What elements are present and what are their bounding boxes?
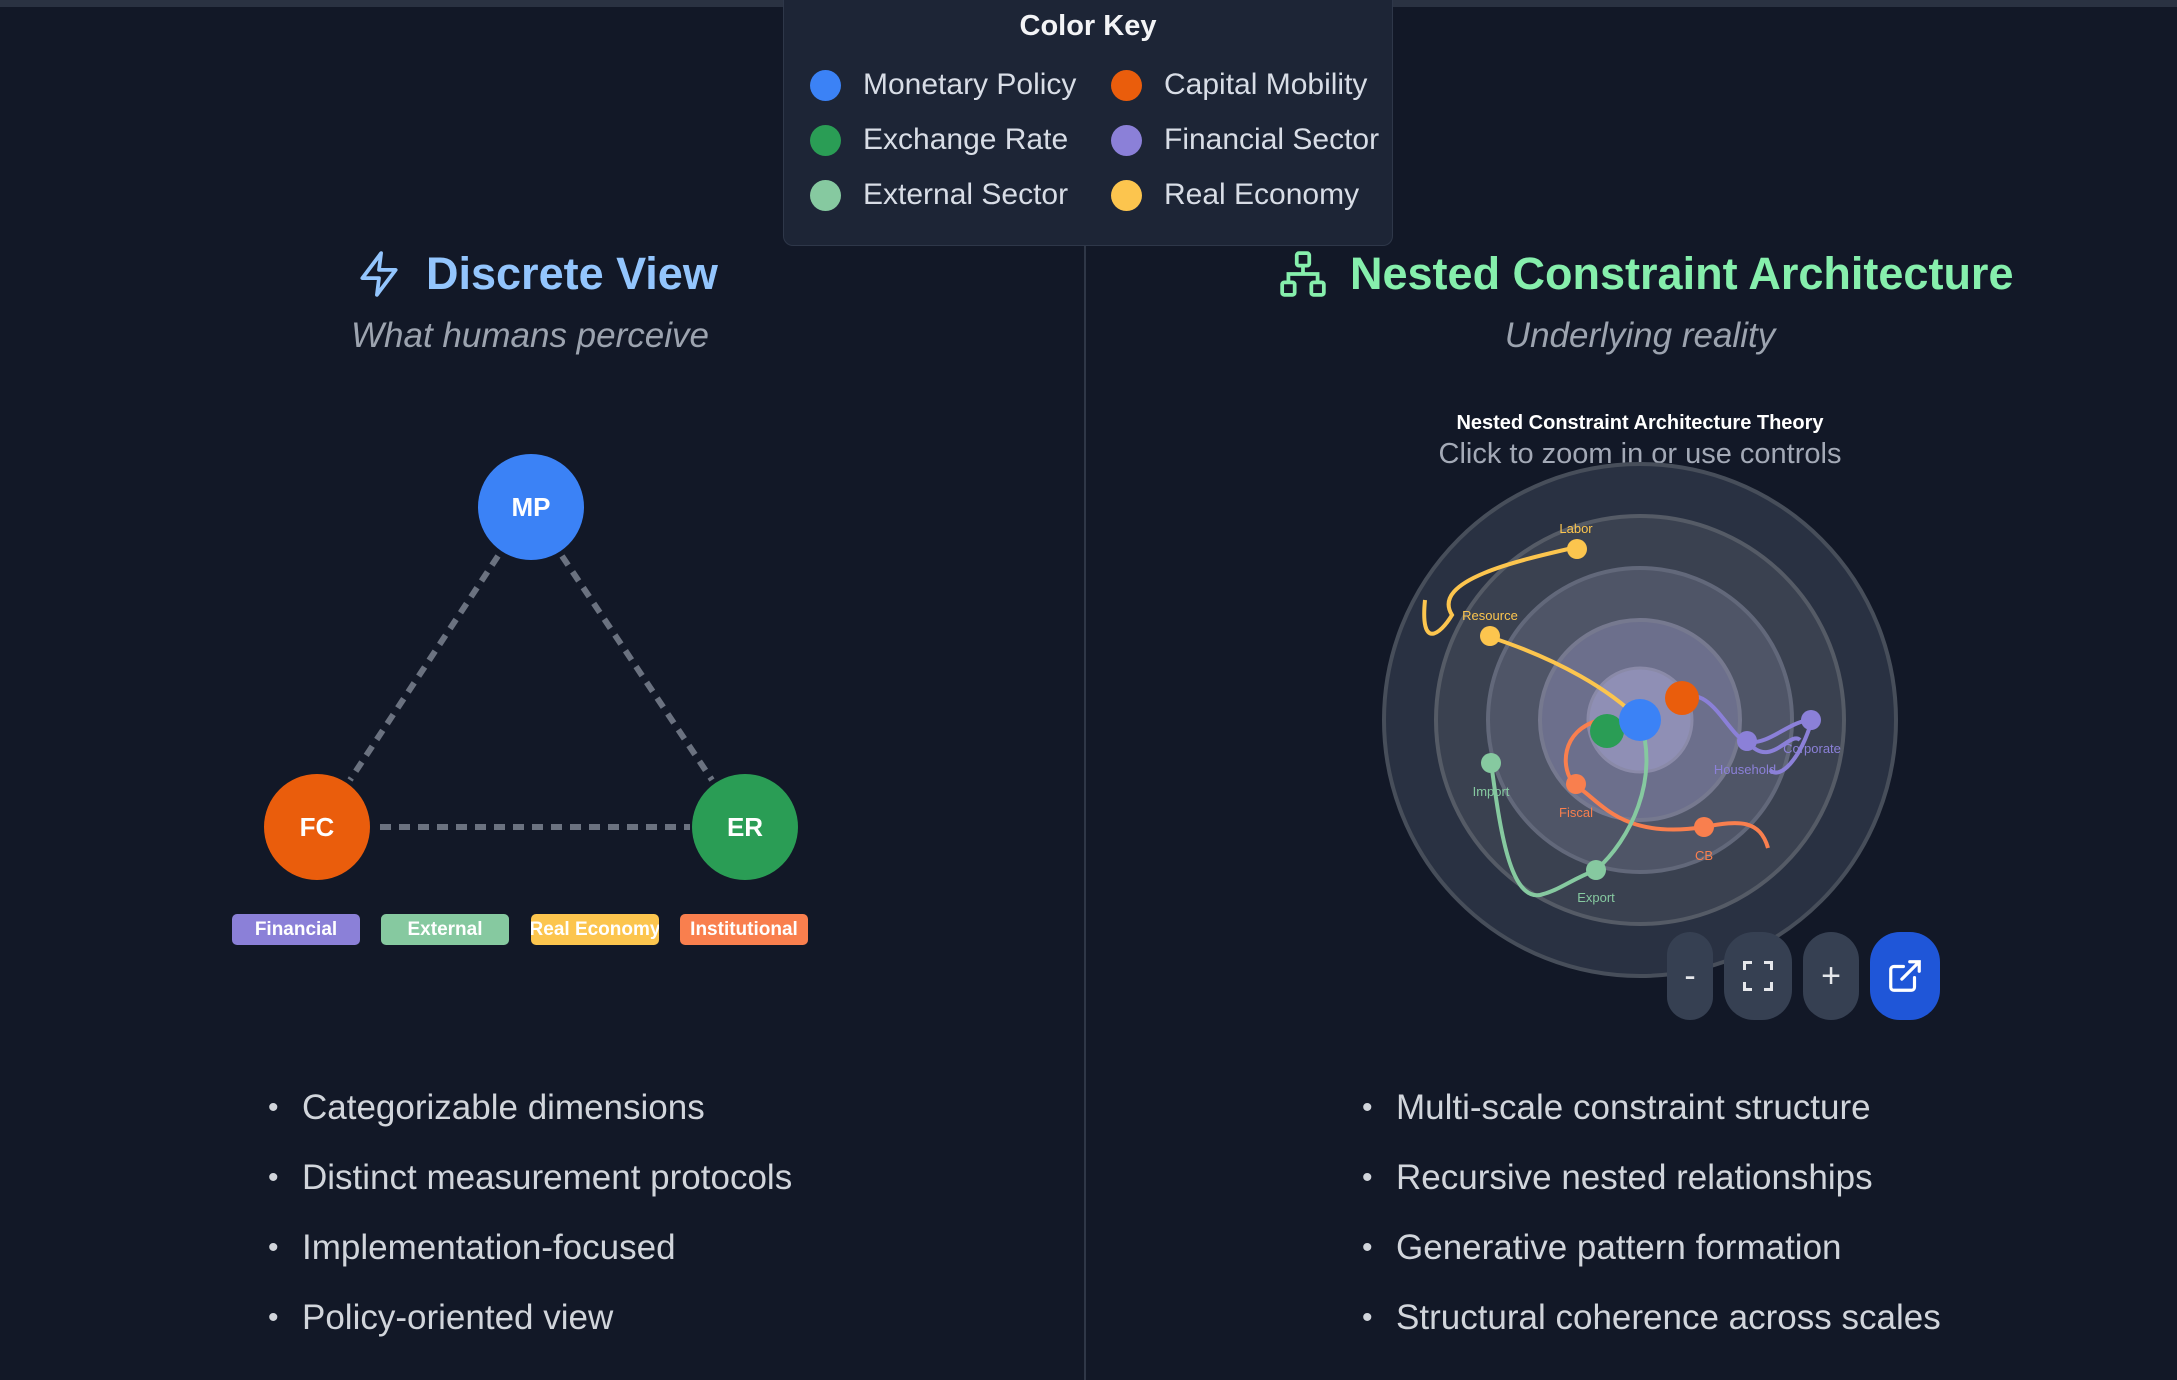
label-corporate: Corporate: [1783, 741, 1841, 756]
legend-dot: [810, 69, 841, 101]
label-export: Export: [1577, 890, 1615, 905]
list-item: Multi-scale constraint structure: [1362, 1073, 1941, 1143]
mp-fc-link: [347, 554, 501, 782]
zoom-out-button[interactable]: -: [1667, 932, 1713, 1020]
node-er[interactable]: ER: [692, 774, 798, 880]
link-institutional: [1563, 718, 1770, 849]
legend-dot: [1111, 179, 1142, 211]
node-household[interactable]: [1737, 731, 1757, 751]
discrete-view-heading: Discrete View: [354, 248, 718, 300]
tag-external: External: [381, 914, 509, 945]
node-cb[interactable]: [1694, 817, 1714, 837]
list-item: Distinct measurement protocols: [268, 1143, 792, 1213]
legend-dot: [1111, 69, 1142, 101]
legend-dot: [810, 179, 841, 211]
external-link-icon: [1889, 960, 1921, 992]
lightning-icon: [360, 251, 398, 297]
tag-real-economy: Real Economy: [531, 914, 659, 945]
legend-label: Exchange Rate: [863, 123, 1069, 156]
legend-dot: [1111, 124, 1142, 156]
panel-divider: [1084, 240, 1086, 1380]
label-import: Import: [1473, 784, 1510, 799]
mp-er-link: [559, 554, 715, 782]
legend-label: Financial Sector: [1164, 123, 1380, 156]
color-key-legend: Color Key Monetary Policy Capital Mobili…: [783, 0, 1393, 246]
link-external: [1489, 719, 1649, 898]
nested-architecture-subtitle: Underlying reality: [1504, 316, 1776, 355]
hierarchy-icon: [1280, 251, 1326, 297]
label-household: Household: [1714, 762, 1776, 777]
node-resource[interactable]: [1480, 626, 1500, 646]
node-fc[interactable]: FC: [264, 774, 370, 880]
list-item: Policy-oriented view: [268, 1283, 792, 1353]
diagram-title: Nested Constraint Architecture Theory: [1456, 412, 1824, 434]
legend-label: Monetary Policy: [863, 68, 1077, 101]
list-item: Generative pattern formation: [1362, 1213, 1941, 1283]
node-export[interactable]: [1586, 860, 1606, 880]
nested-architecture-heading: Nested Constraint Architecture: [1278, 248, 2013, 300]
legend-title: Color Key: [1019, 10, 1157, 42]
discrete-view-bullets: Categorizable dimensions Distinct measur…: [268, 1073, 792, 1353]
link-financial: [1678, 694, 1815, 775]
open-external-button[interactable]: [1870, 932, 1940, 1020]
label-cb: CB: [1695, 848, 1713, 863]
nested-architecture-title: Nested Constraint Architecture: [1350, 248, 2014, 299]
legend-item-real-economy: Real Economy: [1111, 178, 1359, 212]
node-monetary-policy[interactable]: [1619, 699, 1661, 741]
discrete-view-title: Discrete View: [426, 248, 718, 299]
label-labor: Labor: [1559, 521, 1593, 536]
node-capital-mobility[interactable]: [1665, 681, 1699, 715]
list-item: Implementation-focused: [268, 1213, 792, 1283]
node-fiscal[interactable]: [1566, 774, 1586, 794]
legend-item-capital-mobility: Capital Mobility: [1111, 68, 1367, 102]
node-mp[interactable]: MP: [478, 454, 584, 560]
node-exchange-rate[interactable]: [1590, 714, 1624, 748]
list-item: Categorizable dimensions: [268, 1073, 792, 1143]
legend-label: Capital Mobility: [1164, 68, 1368, 101]
node-import[interactable]: [1481, 753, 1501, 773]
zoom-in-button[interactable]: +: [1803, 932, 1859, 1020]
legend-item-monetary-policy: Monetary Policy: [810, 68, 1076, 102]
legend-item-exchange-rate: Exchange Rate: [810, 123, 1068, 157]
list-item: Recursive nested relationships: [1362, 1143, 1941, 1213]
fullscreen-button[interactable]: [1724, 932, 1792, 1020]
node-labor[interactable]: [1567, 539, 1587, 559]
fullscreen-icon: [1743, 961, 1773, 991]
list-item: Structural coherence across scales: [1362, 1283, 1941, 1353]
tag-institutional: Institutional: [680, 914, 808, 945]
legend-item-financial-sector: Financial Sector: [1111, 123, 1379, 157]
legend-dot: [810, 124, 841, 156]
legend-label: External Sector: [863, 178, 1069, 211]
legend-label: Real Economy: [1164, 178, 1360, 211]
label-resource: Resource: [1462, 608, 1518, 623]
nested-architecture-bullets: Multi-scale constraint structure Recursi…: [1362, 1073, 1941, 1353]
tag-financial: Financial: [232, 914, 360, 945]
label-fiscal: Fiscal: [1559, 805, 1593, 820]
discrete-view-subtitle: What humans perceive: [351, 316, 709, 355]
legend-item-external-sector: External Sector: [810, 178, 1068, 212]
node-corporate[interactable]: [1801, 710, 1821, 730]
